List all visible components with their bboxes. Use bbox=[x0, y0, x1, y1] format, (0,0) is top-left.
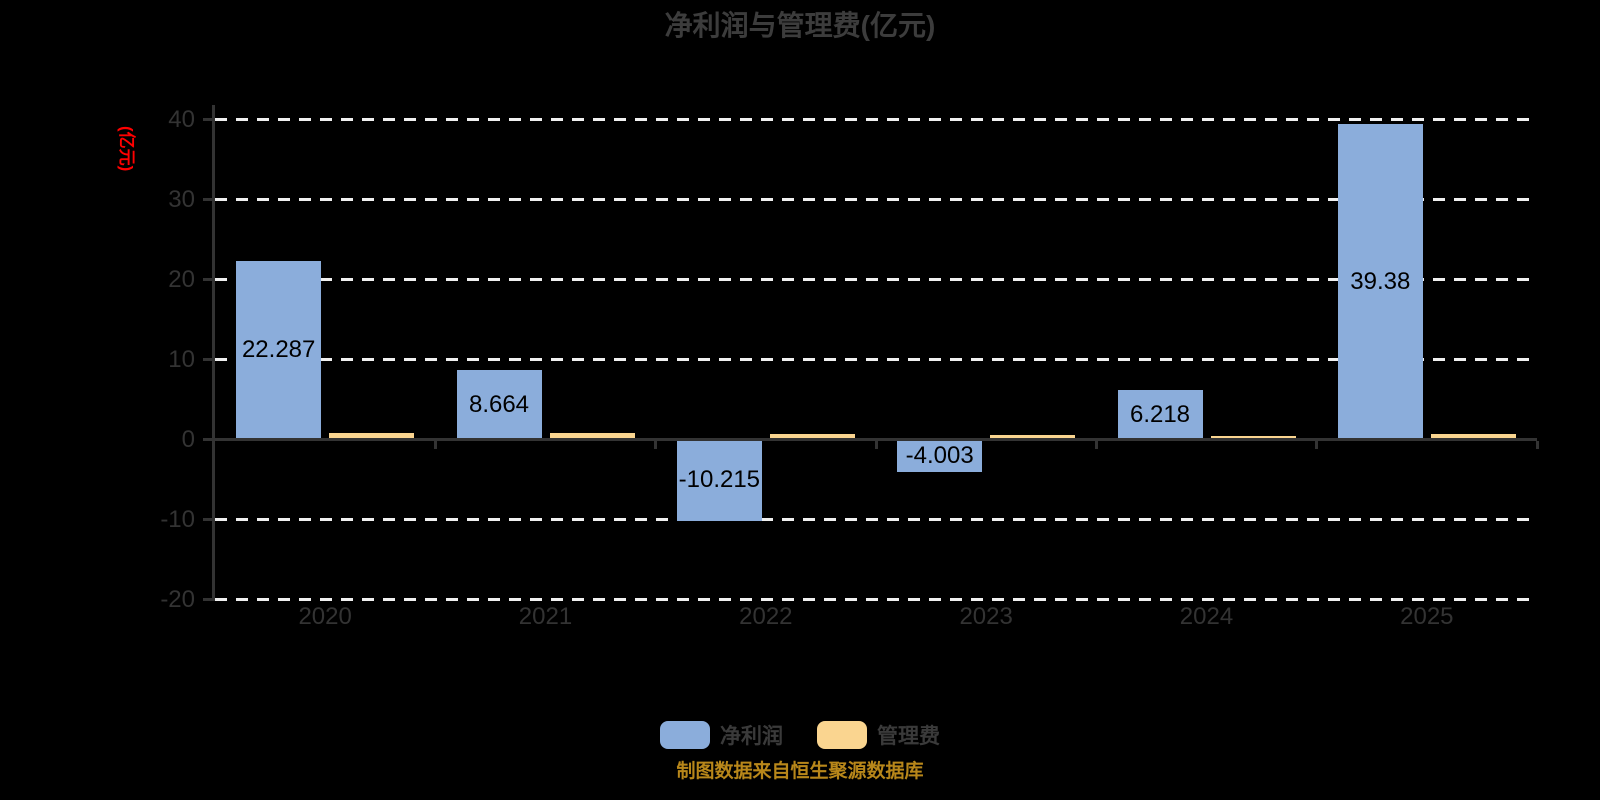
legend-label-net-profit: 净利润 bbox=[720, 725, 783, 748]
x-tick-mark bbox=[654, 441, 658, 449]
x-tick-mark bbox=[874, 441, 878, 449]
bar-management-fee-2024 bbox=[1210, 436, 1296, 440]
x-tick-label: 2025 bbox=[1400, 603, 1454, 630]
bar-management-fee-2025 bbox=[1430, 434, 1516, 440]
y-tick-label: -20 bbox=[160, 585, 195, 613]
bar-net-profit-2022 bbox=[676, 439, 762, 522]
chart-legend: 净利润 管理费 bbox=[0, 720, 1600, 750]
x-tick-mark bbox=[1094, 441, 1098, 449]
bar-value-label: 39.38 bbox=[1350, 267, 1411, 295]
bar-net-profit-2025 bbox=[1337, 124, 1423, 440]
management-fee-swatch-icon bbox=[817, 721, 867, 749]
bar-management-fee-2021 bbox=[549, 433, 635, 440]
x-tick-label: 2021 bbox=[518, 603, 573, 630]
x-tick-label: 2020 bbox=[298, 603, 352, 630]
y-tick-mark bbox=[203, 438, 215, 441]
bar-value-label: 6.218 bbox=[1129, 400, 1191, 428]
bar-management-fee-2023 bbox=[990, 435, 1076, 440]
h-gridline bbox=[215, 118, 1537, 121]
bar-management-fee-2020 bbox=[329, 433, 415, 440]
bar-net-profit-2024 bbox=[1117, 389, 1203, 440]
y-axis-line bbox=[212, 105, 215, 601]
y-tick-mark bbox=[203, 198, 215, 201]
bar-value-label: 22.287 bbox=[241, 336, 316, 364]
y-tick-label: 30 bbox=[168, 185, 195, 213]
y-tick-mark bbox=[203, 278, 215, 281]
x-tick-label: 2023 bbox=[959, 603, 1013, 630]
data-source-note: 制图数据来自恒生聚源数据库 bbox=[676, 761, 924, 782]
y-tick-mark bbox=[203, 598, 215, 601]
net-profit-swatch-icon bbox=[660, 721, 710, 749]
x-tick-label: 2024 bbox=[1179, 603, 1234, 630]
h-gridline bbox=[215, 278, 1537, 281]
y-tick-label: -10 bbox=[160, 505, 195, 533]
bar-net-profit-2023 bbox=[897, 439, 983, 472]
bar-net-profit-2020 bbox=[236, 261, 322, 440]
bar-value-label: -10.215 bbox=[678, 466, 761, 494]
legend-item-management-fee: 管理费 bbox=[817, 720, 940, 750]
bar-net-profit-2021 bbox=[456, 370, 542, 440]
h-gridline bbox=[215, 358, 1537, 361]
bar-value-label: 8.664 bbox=[468, 390, 530, 418]
y-tick-label: 40 bbox=[168, 105, 195, 133]
bar-management-fee-2022 bbox=[769, 434, 855, 440]
x-tick-mark bbox=[433, 441, 437, 449]
h-gridline bbox=[215, 598, 1537, 601]
y-tick-mark bbox=[203, 358, 215, 361]
legend-label-management-fee: 管理费 bbox=[877, 725, 940, 748]
x-tick-mark bbox=[1315, 441, 1319, 449]
chart-title: 净利润与管理费(亿元) bbox=[664, 10, 936, 41]
y-tick-mark bbox=[203, 518, 215, 521]
y-tick-label: 20 bbox=[168, 265, 195, 293]
x-tick-label: 2022 bbox=[739, 603, 793, 630]
y-tick-mark bbox=[203, 118, 215, 121]
x-tick-mark bbox=[1535, 441, 1539, 449]
h-gridline bbox=[215, 518, 1537, 521]
legend-item-net-profit: 净利润 bbox=[660, 720, 783, 750]
y-tick-label: 0 bbox=[181, 425, 195, 453]
x-axis-line bbox=[215, 438, 1537, 441]
y-tick-label: 10 bbox=[168, 345, 195, 373]
bar-value-label: -4.003 bbox=[905, 441, 974, 469]
h-gridline bbox=[215, 198, 1537, 201]
